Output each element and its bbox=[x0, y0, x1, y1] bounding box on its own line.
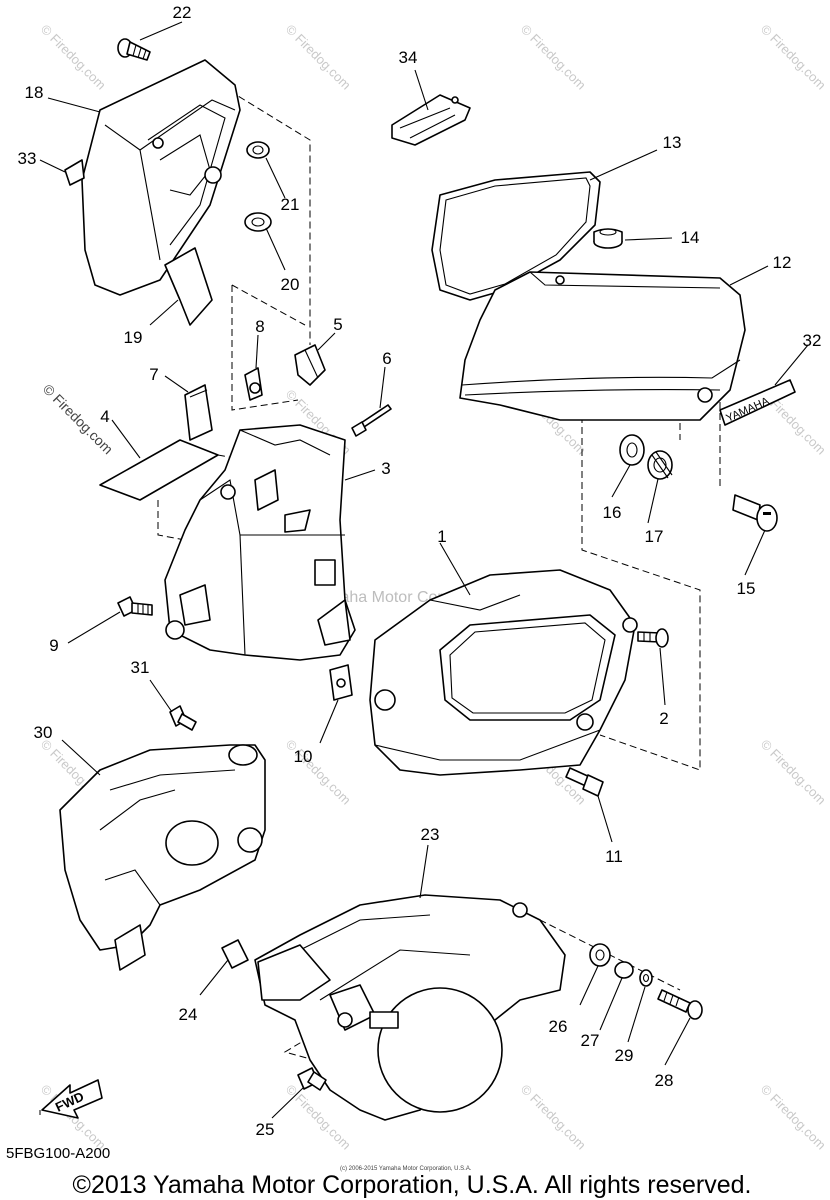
leader-lines bbox=[39, 21, 809, 1119]
callout-20: 20 bbox=[281, 275, 300, 294]
callout-3: 3 bbox=[381, 459, 390, 478]
callout-25: 25 bbox=[256, 1120, 275, 1139]
lock bbox=[732, 494, 778, 532]
watermark: © Firedog.com bbox=[758, 737, 829, 808]
cover-plate bbox=[431, 171, 601, 301]
callout-30: 30 bbox=[34, 723, 53, 742]
grommets-right bbox=[619, 434, 673, 480]
clip bbox=[64, 159, 85, 186]
callout-23: 23 bbox=[421, 825, 440, 844]
callout-32: 32 bbox=[803, 331, 822, 350]
callout-17: 17 bbox=[645, 527, 664, 546]
bracket bbox=[294, 344, 326, 386]
callout-31: 31 bbox=[131, 658, 150, 677]
callout-24: 24 bbox=[179, 1005, 198, 1024]
callout-7: 7 bbox=[149, 365, 158, 384]
grommet bbox=[593, 228, 623, 249]
callout-28: 28 bbox=[655, 1071, 674, 1090]
callout-5: 5 bbox=[333, 315, 342, 334]
rubber-damper bbox=[221, 939, 249, 969]
watermark: © Firedog.com bbox=[283, 22, 354, 93]
copyright-notice: ©2013 Yamaha Motor Corporation, U.S.A. A… bbox=[73, 1171, 752, 1199]
grommets bbox=[244, 141, 272, 232]
callout-13: 13 bbox=[663, 133, 682, 152]
callout-19: 19 bbox=[124, 328, 143, 347]
callout-34: 34 bbox=[399, 48, 418, 67]
fine-print: (c) 2006-2015 Yamaha Motor Corporation, … bbox=[340, 1166, 472, 1172]
callout-numbers: 22 18 33 34 13 14 12 32 21 20 19 8 5 6 7… bbox=[18, 3, 822, 1139]
watermark: © Firedog.com bbox=[38, 22, 109, 93]
battery-box bbox=[164, 424, 356, 661]
nut-clip bbox=[329, 664, 353, 701]
callout-11: 11 bbox=[605, 847, 623, 866]
callout-15: 15 bbox=[737, 579, 756, 598]
callout-18: 18 bbox=[25, 83, 44, 102]
callout-4: 4 bbox=[100, 407, 109, 426]
callout-27: 27 bbox=[581, 1031, 600, 1050]
pin-bolt bbox=[351, 404, 392, 437]
callout-2: 2 bbox=[659, 709, 668, 728]
callout-22: 22 bbox=[173, 3, 192, 22]
watermark: © Firedog.com bbox=[758, 1082, 829, 1153]
sprocket-cover bbox=[59, 744, 266, 971]
screw bbox=[117, 38, 151, 61]
drawing-code: 5FBG100-A200 bbox=[6, 1145, 110, 1162]
watermark: © Firedog.com bbox=[758, 22, 829, 93]
callout-8: 8 bbox=[255, 317, 264, 336]
bolt-lower bbox=[565, 767, 604, 797]
callout-12: 12 bbox=[773, 253, 792, 272]
sheet bbox=[99, 439, 219, 501]
side-cover-left bbox=[81, 59, 241, 296]
bolt bbox=[117, 596, 153, 617]
bolt-right bbox=[637, 628, 669, 648]
callout-1: 1 bbox=[437, 527, 446, 546]
crankcase-cover bbox=[254, 894, 566, 1121]
bolt-bottom bbox=[297, 1067, 327, 1091]
callout-14: 14 bbox=[681, 228, 700, 247]
air-box-cover bbox=[369, 569, 638, 776]
callout-29: 29 bbox=[615, 1046, 634, 1065]
callout-6: 6 bbox=[382, 349, 391, 368]
watermark: © Firedog.com bbox=[518, 22, 589, 93]
pad-small bbox=[184, 384, 213, 441]
callout-10: 10 bbox=[294, 747, 313, 766]
callout-9: 9 bbox=[49, 636, 58, 655]
callout-26: 26 bbox=[549, 1017, 568, 1036]
watermark: © Firedog.com bbox=[518, 1082, 589, 1153]
callout-16: 16 bbox=[603, 503, 622, 522]
callout-21: 21 bbox=[281, 195, 300, 214]
side-cover-right bbox=[459, 271, 746, 421]
cushion-block bbox=[164, 247, 213, 326]
callout-33: 33 bbox=[18, 149, 37, 168]
bolt-small bbox=[169, 705, 197, 731]
collar-set bbox=[589, 943, 703, 1020]
damper-pad bbox=[391, 94, 471, 146]
clip-nut bbox=[244, 367, 263, 401]
